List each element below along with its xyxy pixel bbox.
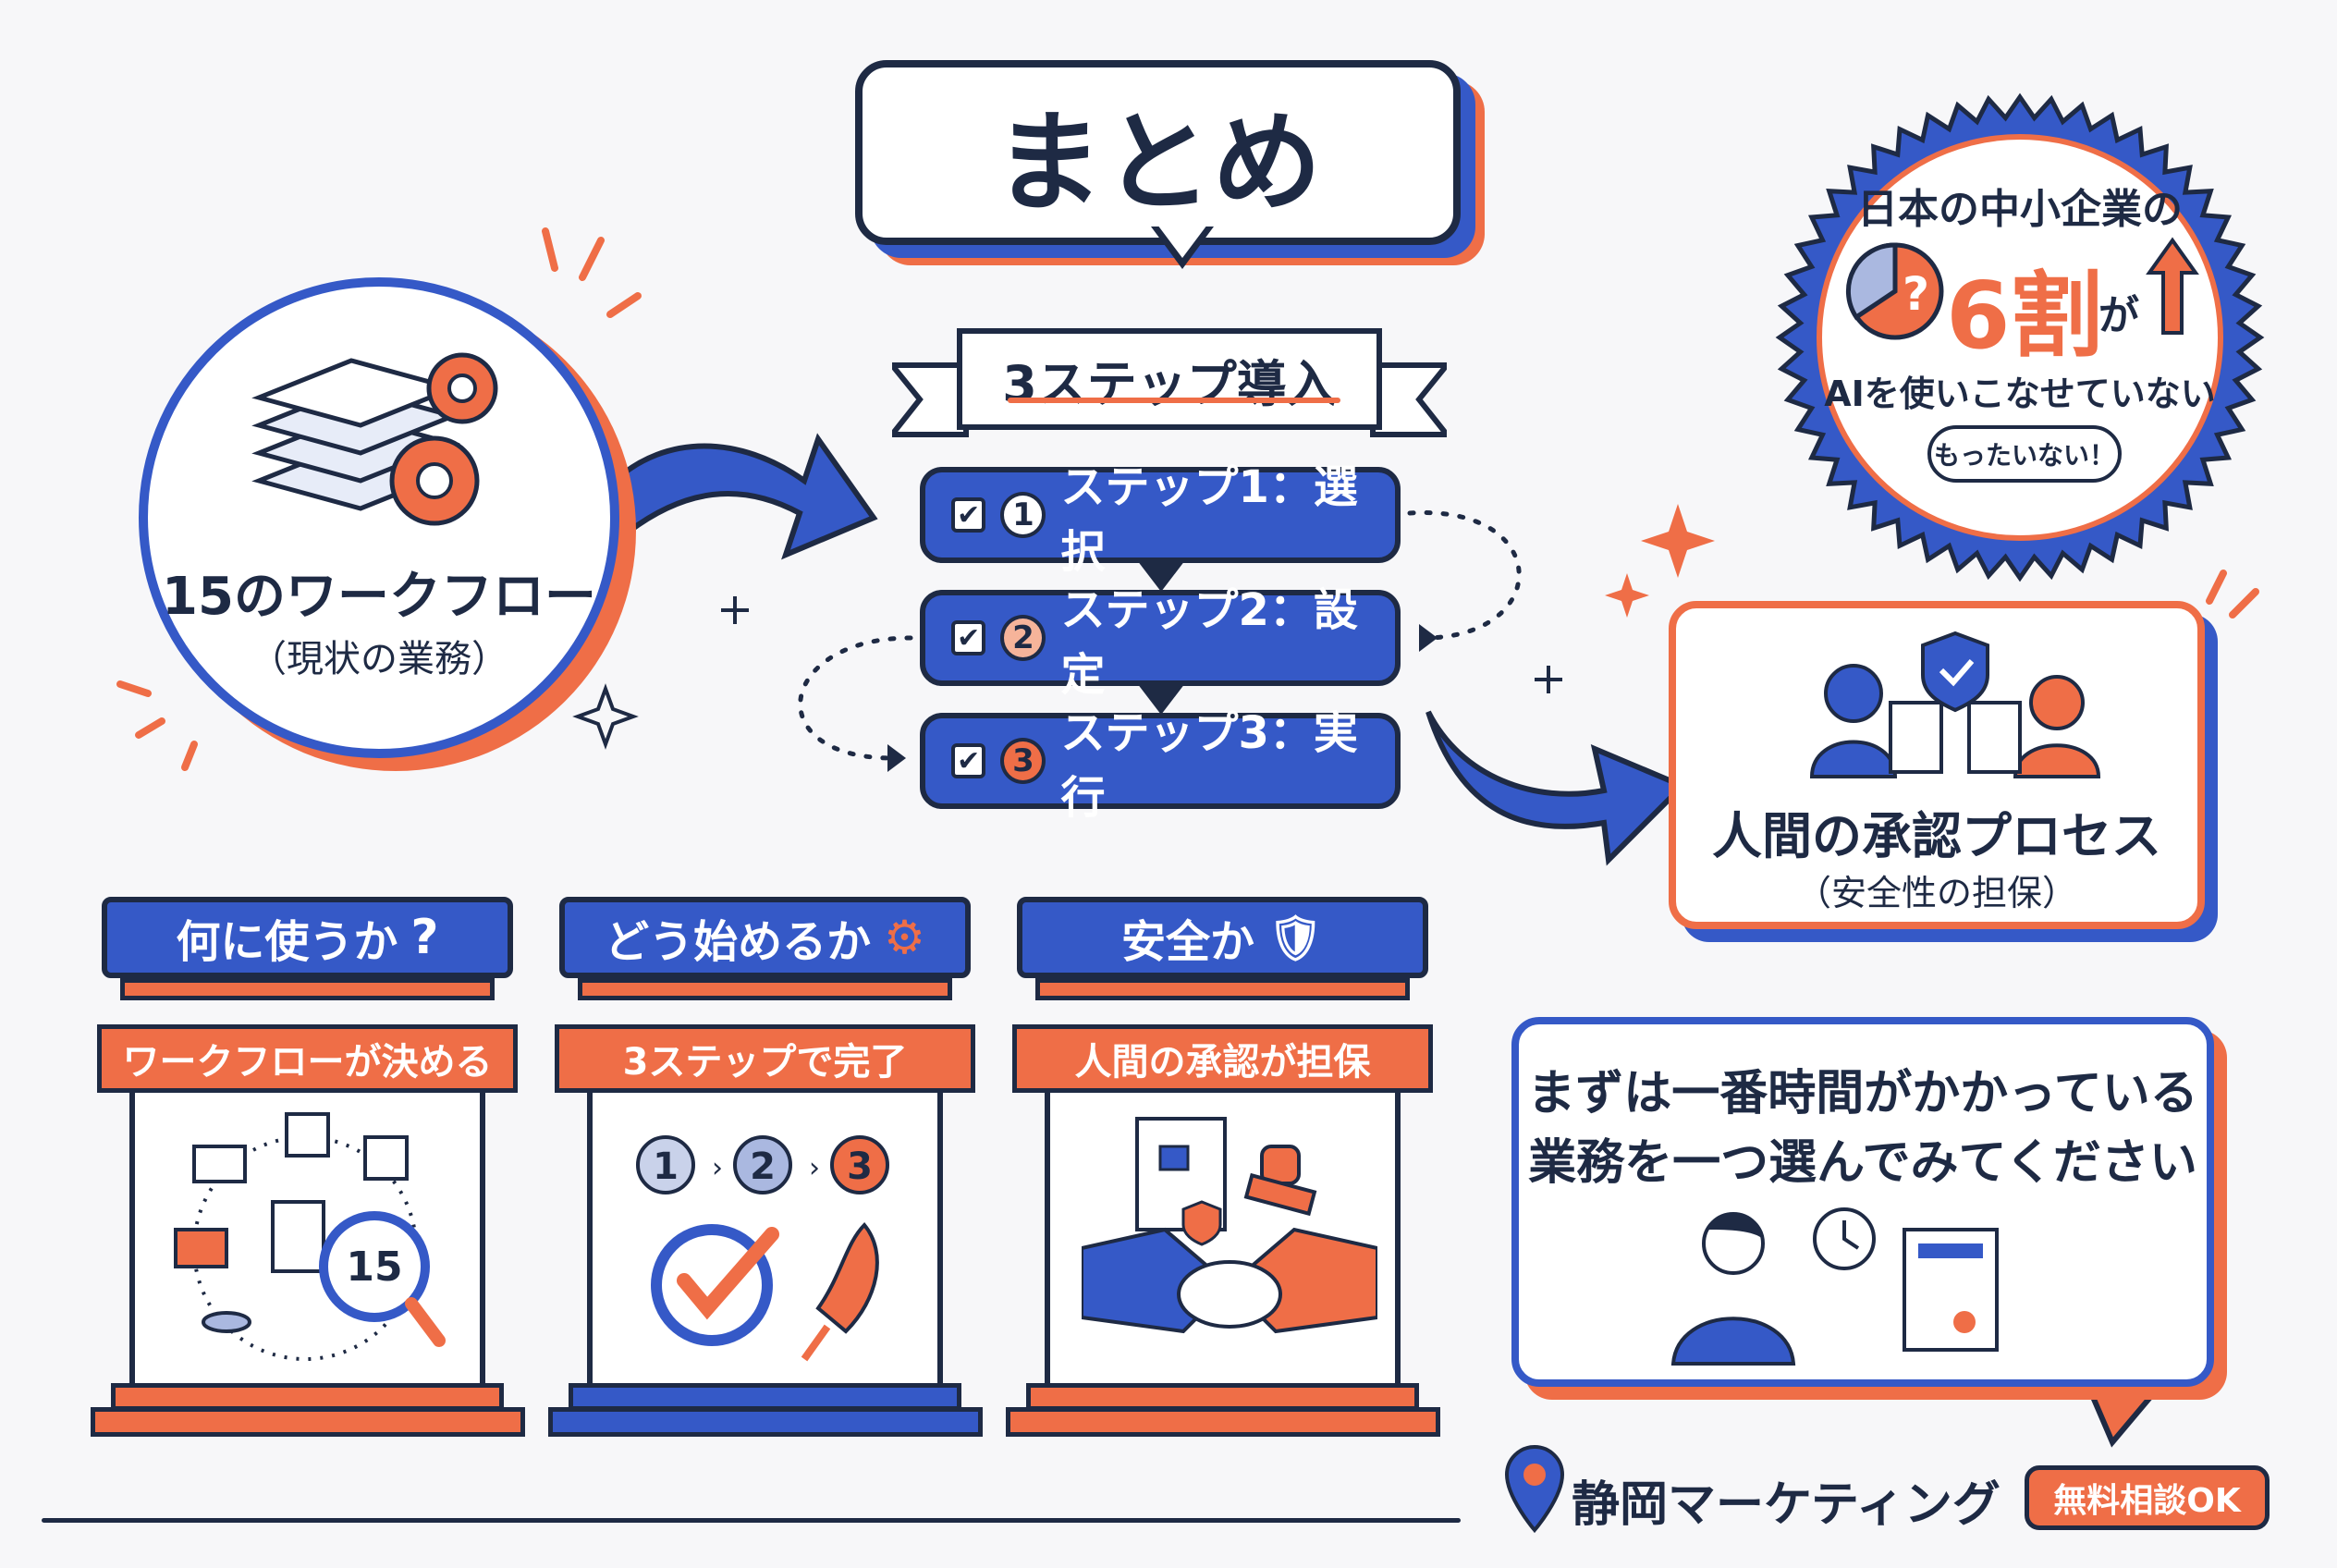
step-label: ステップ3：実行 [1060, 707, 1358, 824]
step-1: ✔ 1 ステップ1：選択 [920, 461, 1401, 578]
seq-2: 2 [750, 1145, 776, 1188]
cta-line1: まずは一番時間がかかっている [1527, 1066, 2198, 1121]
workflow-search-icon: 15 [174, 1112, 446, 1361]
column-how-header: どう始めるか ⚙ [559, 897, 971, 978]
step-1-tail [1137, 560, 1185, 592]
svg-text:›: › [712, 1152, 723, 1184]
svg-text:›: › [809, 1152, 820, 1184]
gear-icon: ⚙ [884, 911, 925, 964]
step-2-tail [1137, 683, 1185, 715]
question-icon: ? [410, 910, 439, 965]
column-what-header: 何に使うか ? [102, 897, 513, 978]
step-label: ステップ1：選択 [1060, 461, 1358, 578]
arrow-to-approval-icon [1425, 710, 1688, 866]
current-workflow-circle [139, 277, 619, 758]
step-number-1: 1 [1000, 492, 1046, 538]
approval-sub: （安全性の担保） [1795, 873, 2077, 913]
steps-check-rocket-icon: 1 › 2 › 3 [636, 1135, 889, 1362]
step-label: ステップ2：設定 [1060, 584, 1358, 701]
badge-line1: 日本の中小企業の [1857, 186, 2183, 233]
location-pin-icon [1504, 1444, 1565, 1534]
current-workflow-label: 15のワークフロー [162, 567, 596, 627]
column-cap [578, 978, 952, 1000]
cta-box [1511, 1017, 2214, 1387]
badge-ga: が [2098, 292, 2139, 339]
three-step-ribbon: 3ステップ導入 [957, 328, 1382, 430]
step-3: ✔ 3 ステップ3：実行 [920, 707, 1401, 824]
arrow-to-steps-icon [611, 433, 878, 560]
ribbon-ends [892, 362, 1447, 437]
column-cap [120, 978, 495, 1000]
column-what-ribbon: ワークフローが決める [97, 1024, 518, 1093]
column-base [111, 1383, 504, 1411]
checkbox-icon: ✔ [951, 743, 986, 778]
title-tail-fill [1157, 225, 1207, 258]
shield-icon: 🛡 [1267, 912, 1324, 964]
badge-line3: AIを使いこなせていない [1824, 374, 2216, 414]
seq-3: 3 [847, 1145, 873, 1188]
consult-badge[interactable]: 無料相談OK [2025, 1465, 2270, 1530]
step-number-2: 2 [1000, 615, 1046, 661]
column-base [1006, 1407, 1440, 1437]
column-title: 何に使うか [176, 916, 398, 968]
cta-line2: 業務を一つ選んでみてください [1528, 1135, 2197, 1191]
handshake-stamp-icon [1082, 1117, 1377, 1334]
ribbon-underline [1008, 398, 1340, 403]
page-title: まとめ [855, 60, 1461, 245]
column-safe-header: 安全か 🛡 [1017, 897, 1428, 978]
checkbox-icon: ✔ [951, 620, 986, 655]
column-title: 安全か [1121, 916, 1255, 968]
people-approval-icon [1809, 631, 2101, 778]
step-number-3: 3 [1000, 738, 1046, 784]
pie-chart-icon: ? [1845, 242, 1944, 340]
company-name: 静岡マーケティング [1572, 1477, 2001, 1533]
current-workflow-sub: （現状の業務） [250, 638, 508, 680]
column-safe-ribbon: 人間の承認が担保 [1012, 1024, 1433, 1093]
badge-bubble: もったいない！ [1927, 425, 2122, 483]
person-clock-doc-icon [1670, 1207, 1999, 1366]
column-how-ribbon: 3ステップで完了 [555, 1024, 975, 1093]
checkbox-icon: ✔ [951, 497, 986, 533]
column-cap [1035, 978, 1410, 1000]
column-base [91, 1407, 525, 1437]
column-base [548, 1407, 983, 1437]
svg-text:?: ? [1903, 267, 1929, 321]
badge-big-number: 6割 [1946, 262, 2103, 370]
column-title: どう始めるか [605, 916, 872, 968]
seq-1: 1 [653, 1145, 679, 1188]
arrow-up-icon [2146, 237, 2199, 335]
workflow-count: 15 [346, 1243, 402, 1291]
baseline-divider [42, 1518, 1461, 1523]
step-2: ✔ 2 ステップ2：設定 [920, 584, 1401, 701]
documents-gears-icon [251, 352, 498, 526]
approval-main: 人間の承認プロセス [1712, 807, 2161, 865]
